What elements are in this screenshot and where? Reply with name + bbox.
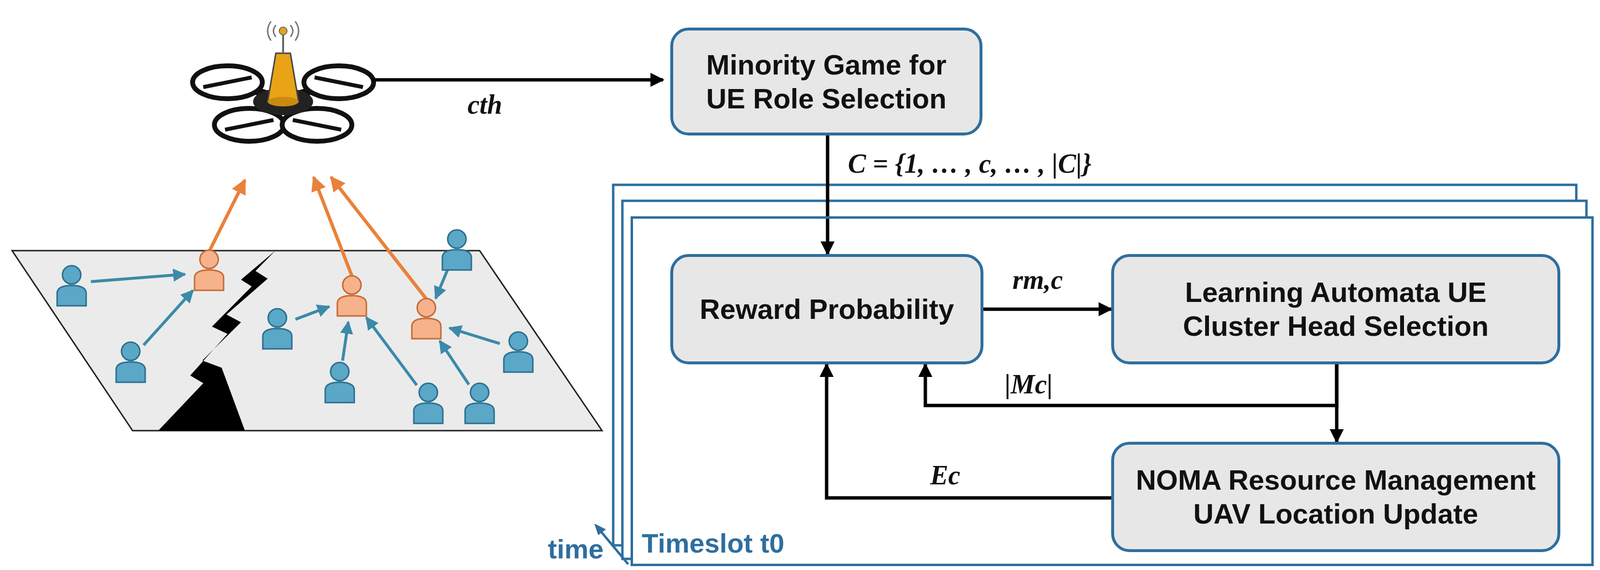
person-head <box>62 265 81 285</box>
user-icon <box>325 362 355 403</box>
user-link <box>90 274 185 282</box>
uav-arrow <box>372 78 664 82</box>
person-head <box>268 308 287 328</box>
flow-arrow <box>826 364 1112 499</box>
user-link <box>366 317 417 386</box>
cluster-head-icon <box>194 250 224 291</box>
person-body <box>337 295 367 317</box>
edge-label: rm,c <box>1010 265 1065 296</box>
person-body <box>413 403 443 424</box>
user-link <box>449 328 500 344</box>
process-box: Learning Automata UE Cluster Head Select… <box>1111 254 1561 365</box>
user-icon <box>442 229 472 271</box>
edge-label: Ec <box>928 460 963 491</box>
person-head <box>199 250 219 269</box>
person-body <box>411 318 441 339</box>
user-icon <box>465 383 495 424</box>
cluster-head-icon <box>337 275 367 317</box>
flow-arrow <box>983 307 1112 312</box>
frame-title: Timeslot t0 <box>641 527 785 559</box>
uplink-arrow <box>313 177 352 276</box>
person-body <box>503 351 533 373</box>
box-label: Reward Probability <box>699 292 954 327</box>
person-body <box>116 362 146 383</box>
box-label: Minority Game for UE Role Selection <box>692 47 961 116</box>
user-link <box>439 341 469 385</box>
user-icon <box>57 265 87 306</box>
person-body <box>57 285 87 306</box>
person-body <box>442 249 472 271</box>
person-body <box>262 328 292 349</box>
user-link <box>143 290 194 346</box>
process-box: Reward Probability <box>670 254 984 365</box>
flow-arrow <box>925 364 1337 406</box>
person-head <box>417 298 436 317</box>
edge-label: C = {1, … , c, … , |C|} <box>845 149 1094 180</box>
cluster-head-icon <box>411 298 441 339</box>
uplink-arrow <box>209 180 245 252</box>
user-icon <box>116 342 146 383</box>
person-body <box>194 270 224 291</box>
user-link <box>295 306 330 320</box>
person-head <box>470 383 489 402</box>
process-box: Minority Game for UE Role Selection <box>670 27 983 136</box>
person-head <box>509 332 528 351</box>
box-label: NOMA Resource Management UAV Location Up… <box>1125 463 1547 531</box>
person-body <box>325 382 355 403</box>
person-head <box>330 362 349 381</box>
crack <box>158 250 276 431</box>
user-icon <box>503 332 533 373</box>
flow-arrow <box>826 135 830 255</box>
box-label: Learning Automata UE Cluster Head Select… <box>1142 275 1530 343</box>
uav-drone <box>192 21 374 142</box>
person-head <box>447 229 467 249</box>
edge-label: |Mc| <box>1002 369 1055 400</box>
person-head <box>342 275 362 295</box>
person-body <box>465 403 495 424</box>
time-arrowhead <box>594 523 606 536</box>
person-head <box>121 342 140 361</box>
user-link <box>342 321 349 361</box>
uplink-arrow <box>331 177 427 300</box>
signal-label: cth <box>465 90 505 121</box>
person-head <box>419 383 438 402</box>
process-box: NOMA Resource Management UAV Location Up… <box>1111 441 1561 553</box>
frame-ground <box>630 216 1594 567</box>
ground <box>12 250 603 431</box>
timeslot-frame: Timeslot t0 Reward Probability Learning Au… <box>630 216 1594 567</box>
user-icon <box>262 308 292 349</box>
axis-label: time <box>545 534 606 565</box>
user-icon <box>413 383 443 424</box>
